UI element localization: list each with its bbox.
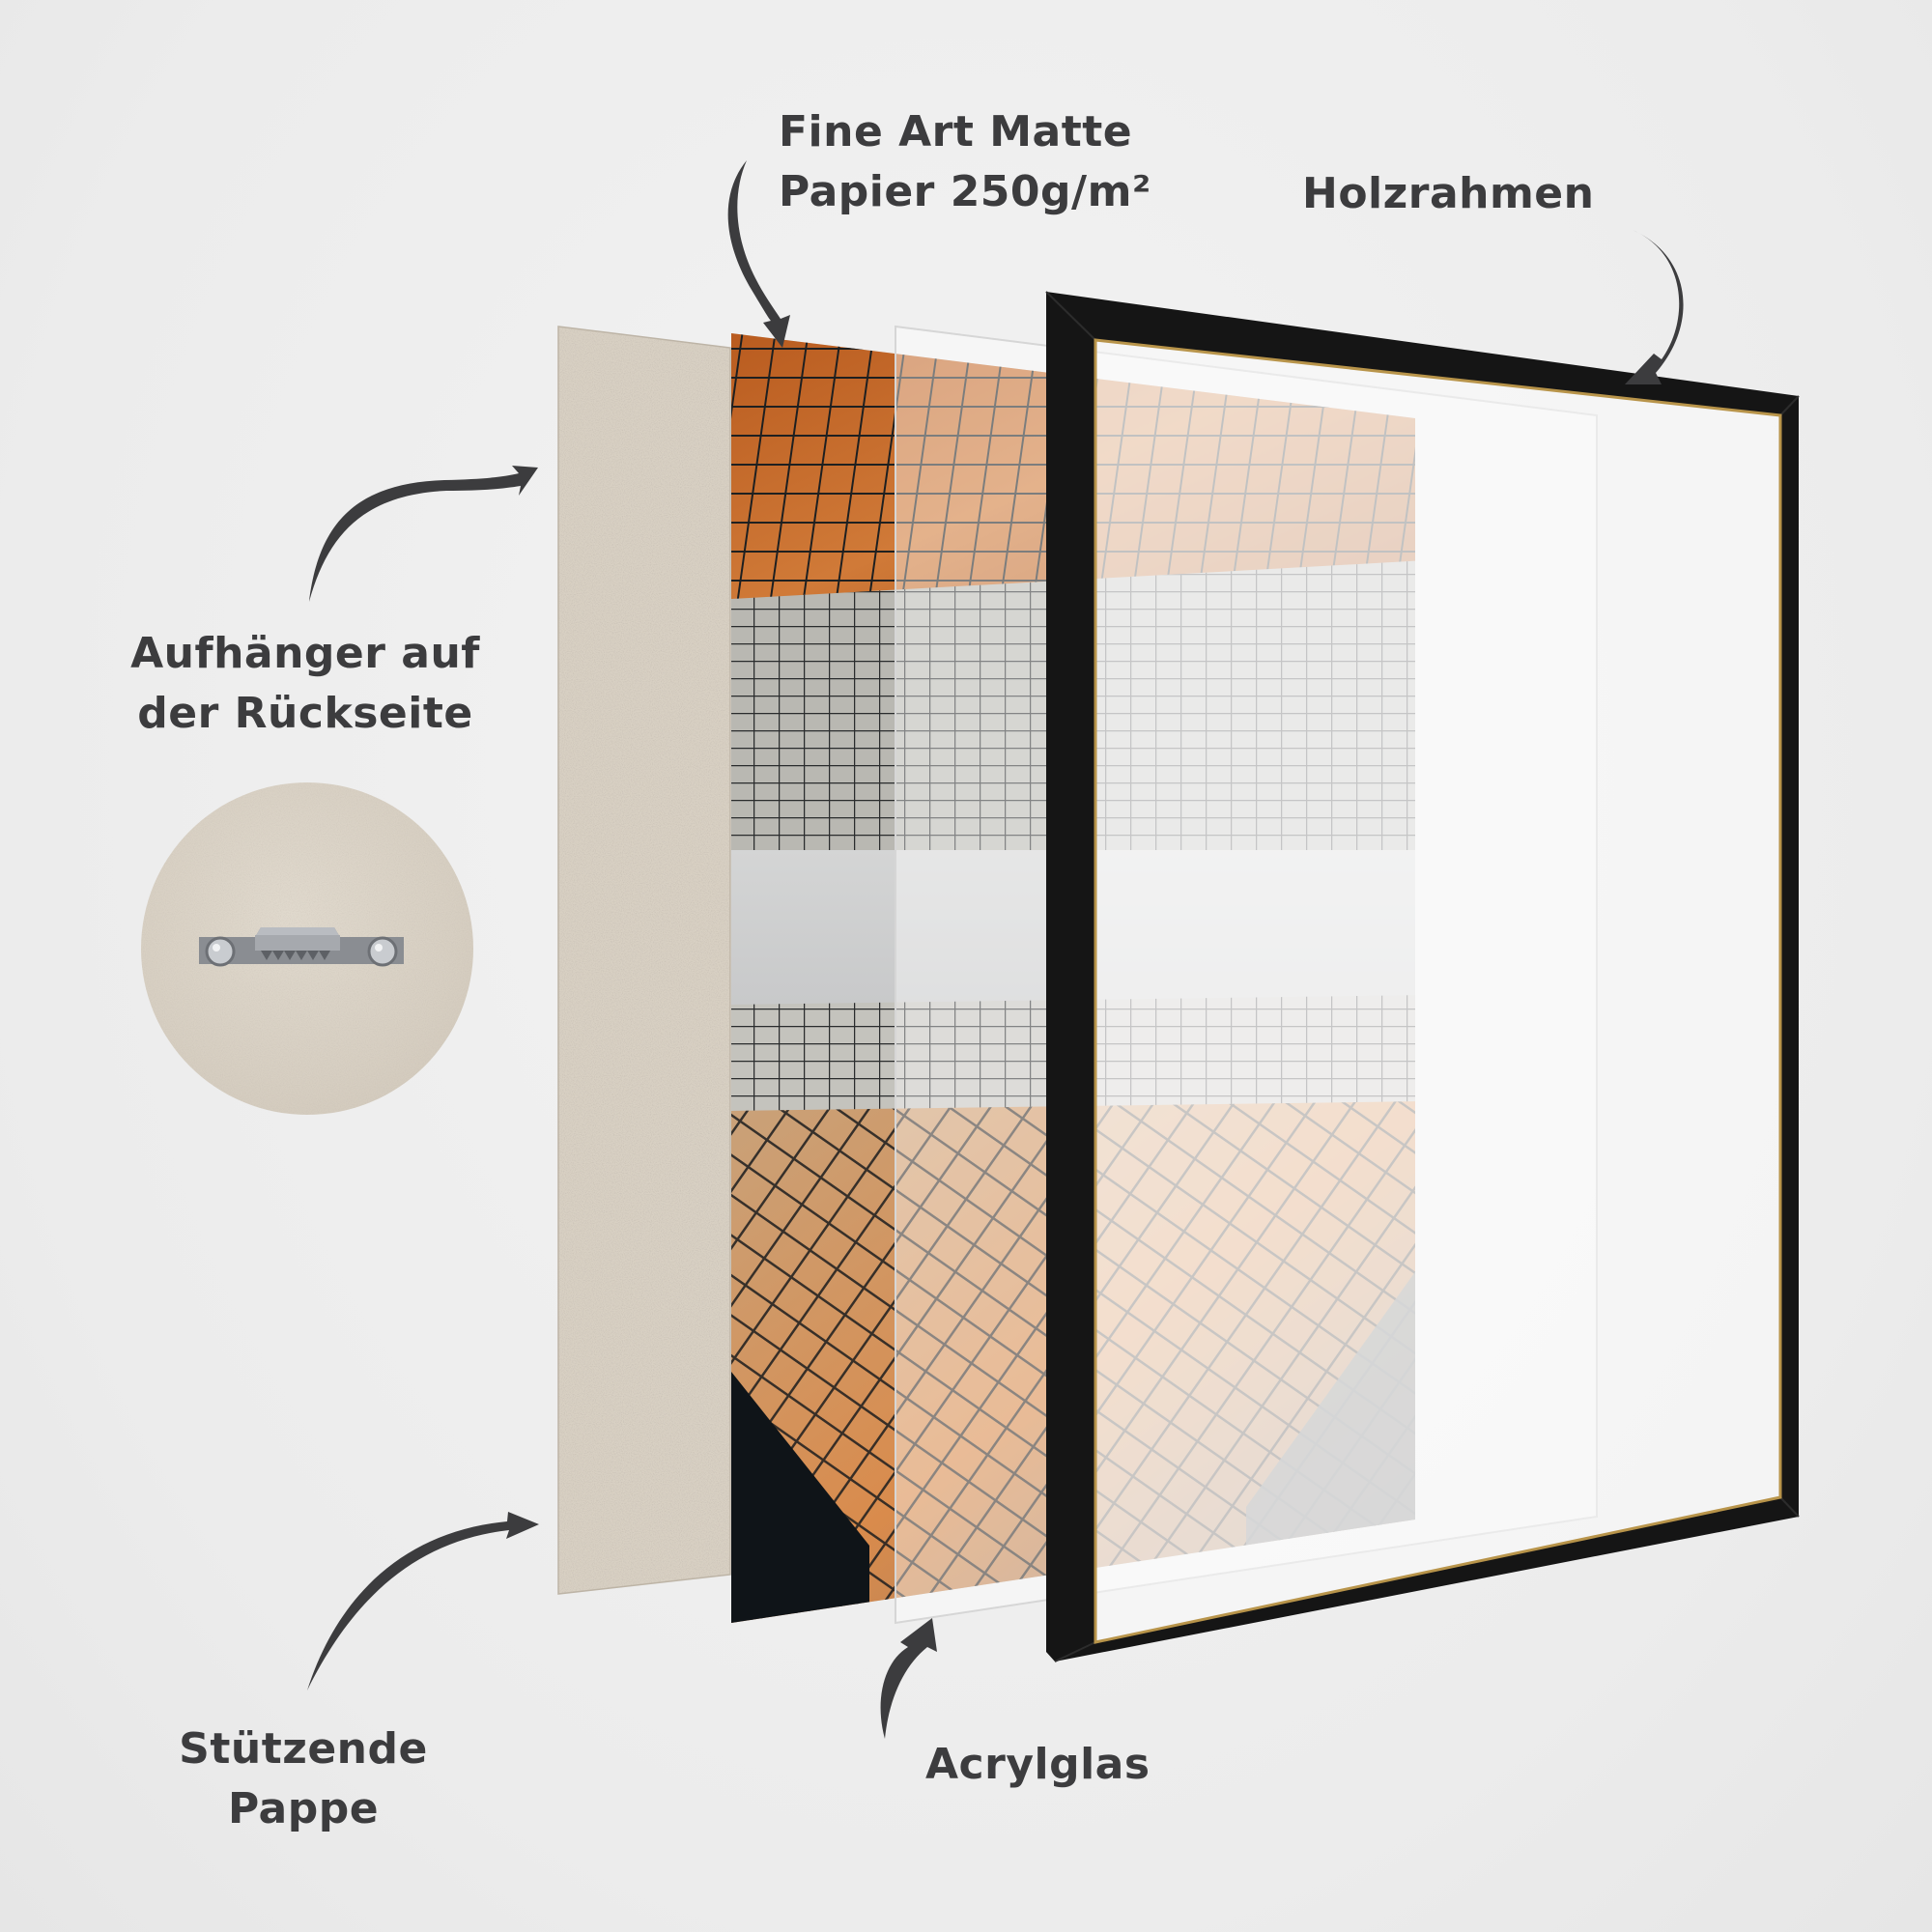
label-paper-line2: Papier 250g/m² <box>779 167 1151 216</box>
arrow-frame <box>1625 230 1684 384</box>
label-hanger-line2: der Rückseite <box>137 689 473 738</box>
sawtooth-hanger-icon <box>141 782 473 1115</box>
arrow-backing <box>307 1512 539 1690</box>
backing-cardboard <box>557 326 731 1595</box>
hanger-detail-badge <box>141 782 473 1115</box>
label-paper-line1: Fine Art Matte <box>779 107 1133 156</box>
label-glass: Acrylglas <box>925 1735 1151 1795</box>
label-hanger: Aufhänger auf der Rückseite <box>112 624 498 744</box>
label-paper: Fine Art Matte Papier 250g/m² <box>779 102 1151 222</box>
label-backing-line1: Stützende <box>179 1724 428 1774</box>
arrow-paper <box>727 160 790 348</box>
label-backing: Stützende Pappe <box>158 1719 448 1839</box>
label-frame: Holzrahmen <box>1302 164 1594 224</box>
arrow-glass <box>880 1618 937 1739</box>
label-frame-text: Holzrahmen <box>1302 169 1595 218</box>
wooden-frame <box>1045 291 1800 1662</box>
label-glass-text: Acrylglas <box>925 1740 1151 1789</box>
arrow-hanger <box>309 466 538 602</box>
label-backing-line2: Pappe <box>227 1784 380 1833</box>
label-hanger-line1: Aufhänger auf <box>130 629 480 678</box>
